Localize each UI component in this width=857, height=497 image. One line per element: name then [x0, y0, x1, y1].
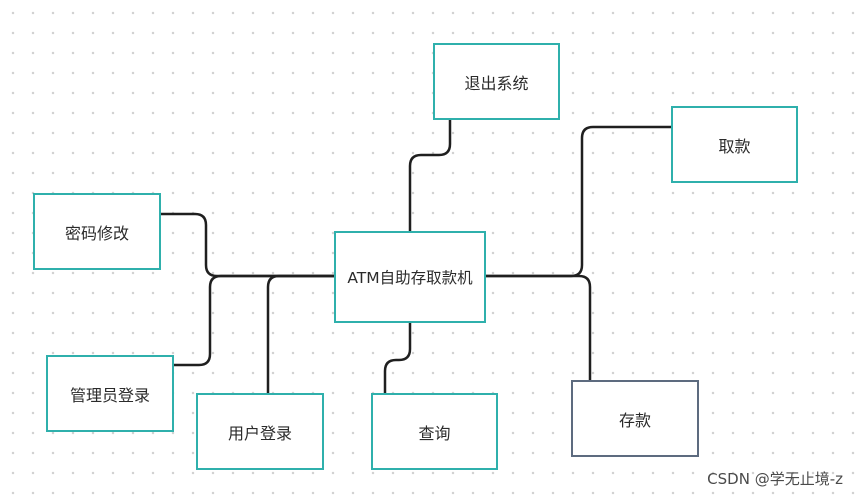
node-admin-login-label: 管理员登录: [69, 385, 150, 405]
node-user-login[interactable]: 用户登录: [196, 393, 324, 470]
node-withdraw-label: 取款: [718, 136, 751, 156]
node-password-change[interactable]: 密码修改: [33, 193, 161, 270]
node-deposit[interactable]: 存款: [571, 380, 699, 457]
edge-center-admin: [172, 274, 337, 367]
node-query[interactable]: 查询: [371, 393, 498, 470]
node-user-login-label: 用户登录: [227, 423, 292, 443]
edge-center-withdraw: [484, 125, 674, 278]
node-admin-login[interactable]: 管理员登录: [46, 355, 174, 432]
node-deposit-label: 存款: [618, 410, 651, 430]
node-exit-system[interactable]: 退出系统: [433, 43, 560, 120]
node-atm-center[interactable]: ATM自助存取款机: [334, 231, 486, 323]
node-query-label: 查询: [418, 423, 451, 443]
edge-center-user: [266, 274, 337, 395]
node-password-change-label: 密码修改: [64, 223, 129, 243]
node-atm-center-label: ATM自助存取款机: [347, 269, 473, 287]
edge-center-password: [159, 212, 337, 278]
node-exit-system-label: 退出系统: [464, 73, 529, 93]
edge-center-deposit: [484, 274, 592, 383]
watermark-text: CSDN @学无止境-z: [707, 470, 843, 488]
edge-center-query: [383, 320, 412, 395]
edge-center-exit: [408, 117, 452, 234]
node-withdraw[interactable]: 取款: [671, 106, 798, 183]
